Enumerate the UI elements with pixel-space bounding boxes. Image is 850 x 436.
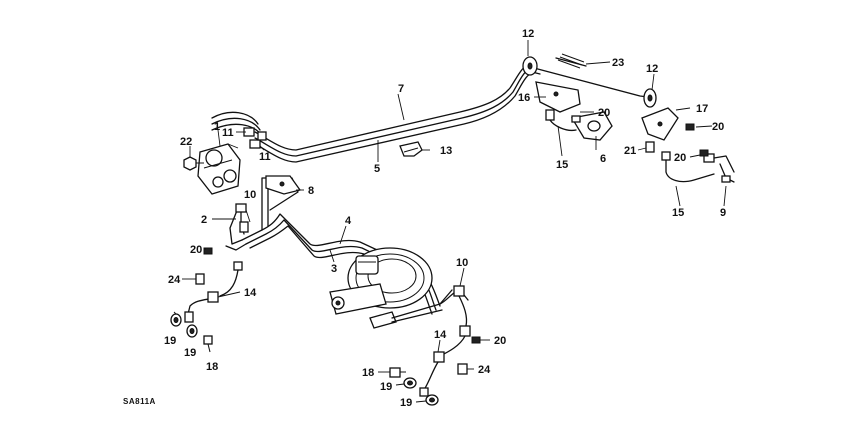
callout-19-c: 19 bbox=[380, 381, 392, 393]
callout-8: 8 bbox=[308, 185, 314, 197]
bracket-8 bbox=[265, 175, 302, 195]
callout-5: 5 bbox=[374, 163, 380, 175]
flare-nut-11 bbox=[243, 127, 267, 149]
master-cylinder bbox=[329, 247, 469, 329]
callout-14-left: 14 bbox=[244, 287, 257, 299]
callout-1: 1 bbox=[214, 121, 220, 133]
callout-17: 17 bbox=[696, 103, 708, 115]
callout-14-right: 14 bbox=[434, 329, 447, 341]
spring-23 bbox=[555, 53, 587, 69]
clip-20-right-front bbox=[471, 336, 481, 344]
hose-10-upper bbox=[235, 203, 249, 235]
bolt-21 bbox=[645, 141, 655, 153]
callout-12-left: 12 bbox=[522, 28, 534, 40]
callout-18-right: 18 bbox=[362, 367, 374, 379]
callout-15-left: 15 bbox=[556, 159, 568, 171]
hose-10-right bbox=[453, 285, 468, 327]
bolt-18-right bbox=[389, 367, 406, 378]
bracket-17 bbox=[641, 107, 679, 141]
callout-10-upper: 10 bbox=[244, 189, 256, 201]
callout-20-right: 20 bbox=[494, 335, 506, 347]
clip-12-left bbox=[522, 56, 538, 76]
callout-9: 9 bbox=[720, 207, 726, 219]
callout-21: 21 bbox=[624, 145, 636, 157]
callout-19-b: 19 bbox=[184, 347, 196, 359]
washer-19-a bbox=[170, 313, 182, 327]
callout-7: 7 bbox=[398, 83, 404, 95]
callout-16: 16 bbox=[518, 92, 530, 104]
rear-wheel-cylinder-pipe bbox=[570, 111, 613, 141]
rear-hose-15-right bbox=[661, 151, 735, 183]
callout-19-d: 19 bbox=[400, 397, 412, 409]
brake-hose-14-left bbox=[184, 261, 243, 323]
callout-13: 13 bbox=[440, 145, 452, 157]
callout-18-left: 18 bbox=[206, 361, 218, 373]
pipe-9 bbox=[719, 163, 735, 183]
clip-12-right bbox=[643, 88, 657, 108]
callout-4: 4 bbox=[345, 215, 352, 227]
callout-20-rear-c: 20 bbox=[674, 152, 686, 164]
callout-11-b: 11 bbox=[259, 151, 271, 163]
clip-20-rear-mid bbox=[699, 149, 709, 157]
rear-hose-15-left bbox=[545, 109, 577, 132]
washer-19-b bbox=[186, 324, 198, 338]
callout-24-left: 24 bbox=[168, 274, 181, 286]
callout-15-right: 15 bbox=[672, 207, 684, 219]
leader-lines bbox=[173, 40, 727, 403]
callout-2: 2 bbox=[201, 214, 207, 226]
callout-23: 23 bbox=[612, 57, 624, 69]
callout-3: 3 bbox=[331, 263, 337, 275]
callout-20-left: 20 bbox=[190, 244, 202, 256]
bolt-24-right bbox=[457, 363, 468, 375]
callout-10-right: 10 bbox=[456, 257, 468, 269]
bolt-18-left bbox=[203, 335, 213, 353]
callout-19-a: 19 bbox=[164, 335, 176, 347]
callout-11-a: 11 bbox=[222, 127, 234, 139]
clip-20-rear-right bbox=[685, 123, 695, 131]
bracket-16 bbox=[535, 81, 581, 113]
callout-20-rear-a: 20 bbox=[598, 107, 610, 119]
callout-12-right: 12 bbox=[646, 63, 658, 75]
callout-22: 22 bbox=[180, 136, 192, 148]
bolt-24-left bbox=[195, 273, 205, 285]
brake-hose-14-right bbox=[419, 325, 471, 397]
washer-19-d bbox=[425, 394, 439, 406]
callout-20-rear-b: 20 bbox=[712, 121, 724, 133]
callout-24-right: 24 bbox=[478, 364, 491, 376]
clip-20-left bbox=[203, 247, 213, 255]
proportioning-valve bbox=[197, 143, 241, 195]
clip-13 bbox=[399, 141, 423, 157]
diagram-code: SA811A bbox=[123, 397, 156, 406]
washer-19-c bbox=[403, 377, 417, 389]
callout-6: 6 bbox=[600, 153, 606, 165]
callout-labels: 1 2 3 4 5 6 7 8 9 10 10 11 11 12 12 13 1… bbox=[164, 28, 726, 409]
